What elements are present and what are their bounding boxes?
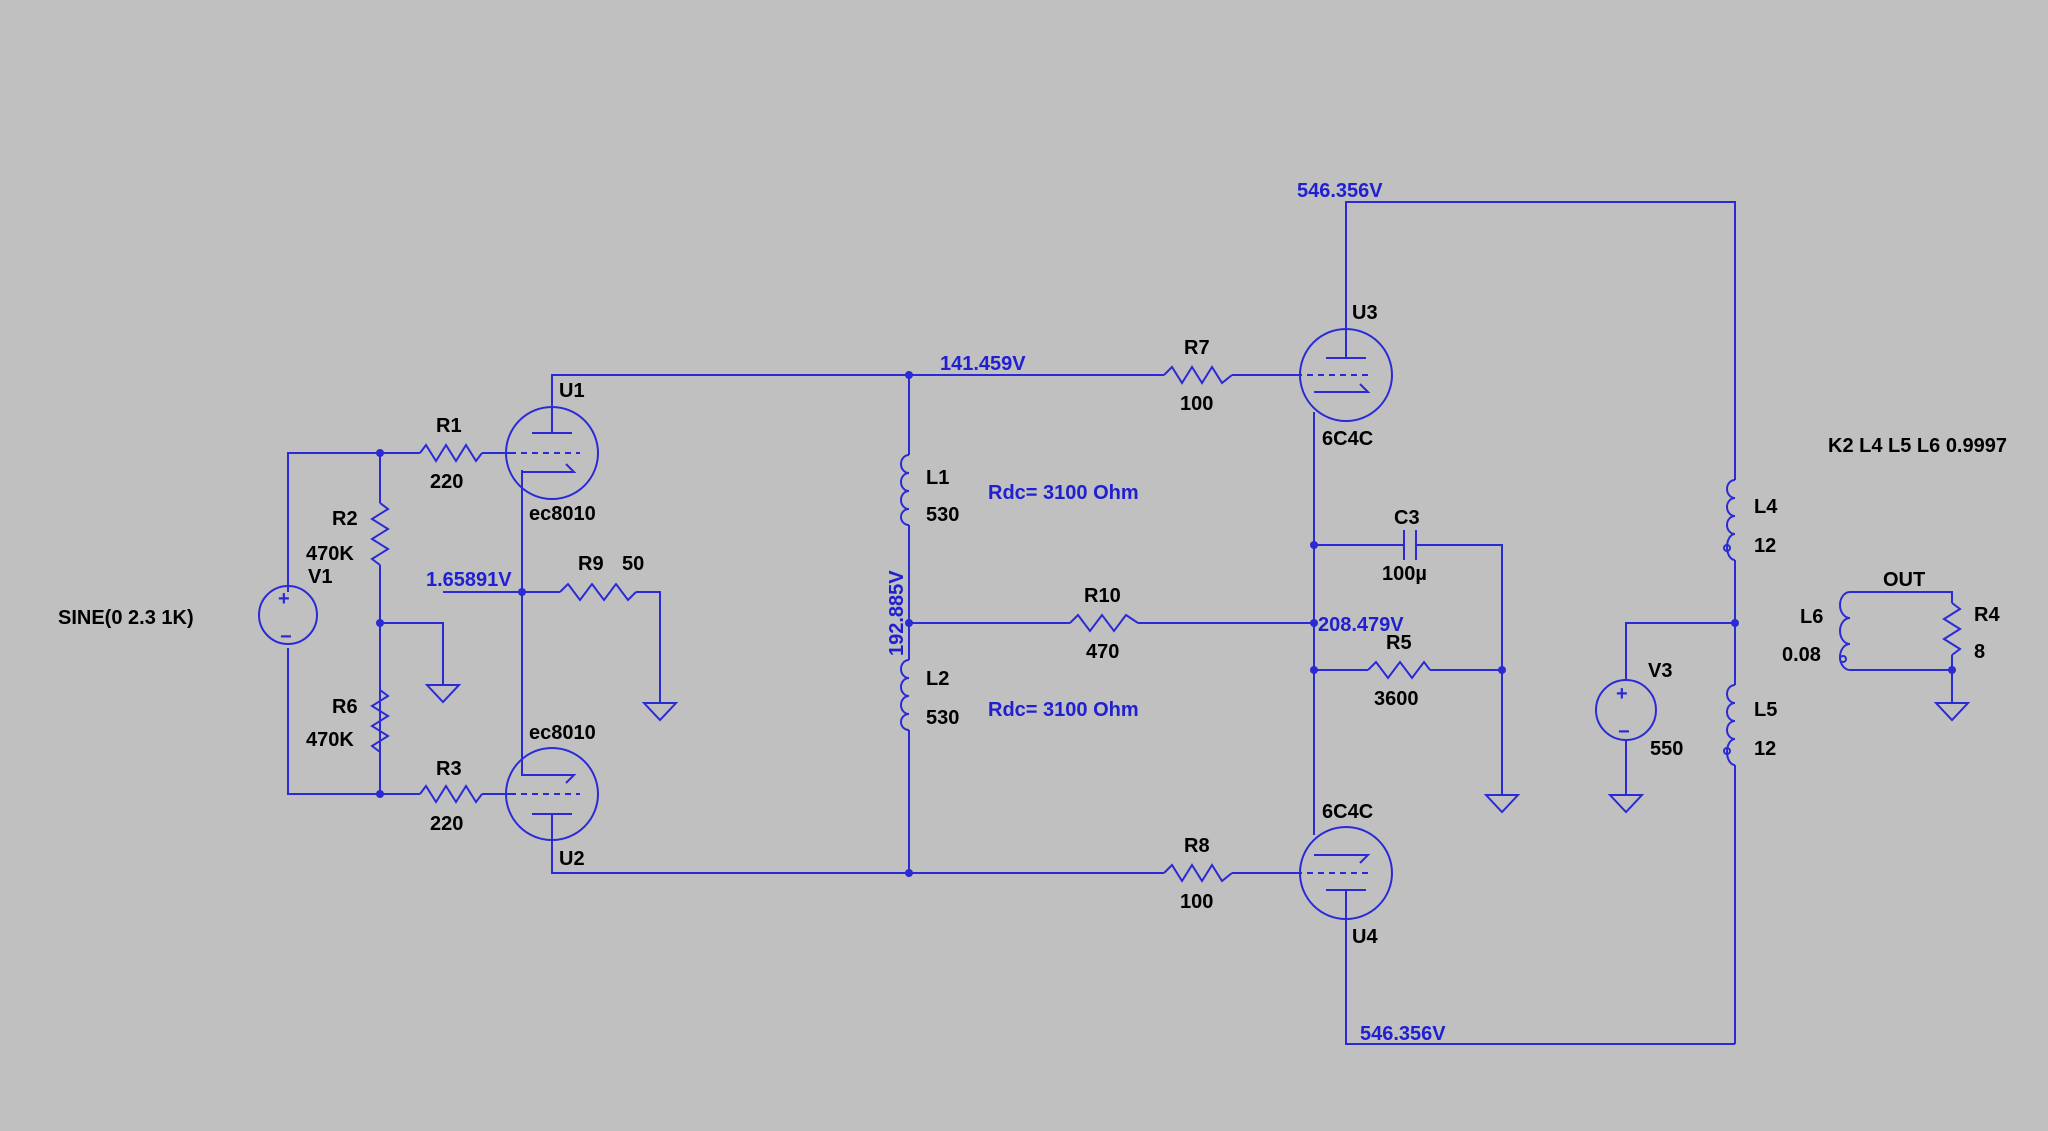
l6-value: 0.08 — [1782, 644, 1821, 666]
r8-value: 100 — [1180, 891, 1213, 913]
r7-name: R7 — [1184, 337, 1210, 359]
r8-name: R8 — [1184, 835, 1210, 857]
voltage-bias-node: 208.479V — [1318, 614, 1404, 636]
r1-name: R1 — [436, 415, 462, 437]
resistor-r7[interactable] — [1163, 365, 1233, 385]
l5-value: 12 — [1754, 738, 1776, 760]
u2-name: U2 — [559, 848, 585, 870]
resistor-r10[interactable] — [1069, 613, 1139, 633]
voltage-bottom-b-plus: 546.356V — [1360, 1023, 1446, 1045]
u2-model: ec8010 — [529, 722, 596, 744]
resistor-r9[interactable] — [559, 582, 637, 602]
sine-source-v1[interactable]: + − — [258, 585, 318, 648]
voltage-cathode-node: 1.65891V — [426, 569, 512, 591]
l1-value: 530 — [926, 504, 959, 526]
inductor-l2[interactable] — [900, 659, 910, 731]
r7-value: 100 — [1180, 393, 1213, 415]
voltage-driver-plate: 141.459V — [940, 353, 1026, 375]
r6-name: R6 — [332, 696, 358, 718]
voltage-choke-center: 192.885V — [886, 570, 908, 656]
r5-name: R5 — [1386, 632, 1412, 654]
u3-model: 6C4C — [1322, 428, 1373, 450]
svg-text:+: + — [278, 588, 290, 610]
r2-value: 470K — [306, 543, 354, 565]
l2-name: L2 — [926, 668, 949, 690]
tube-u2[interactable] — [505, 747, 599, 841]
source-function-label: SINE(0 2.3 1K) — [58, 607, 194, 629]
capacitor-c3[interactable] — [1403, 530, 1417, 560]
inductor-l4[interactable] — [1726, 479, 1736, 561]
r2-name: R2 — [332, 508, 358, 530]
resistor-r3[interactable] — [419, 784, 483, 804]
rdc-annotation-bottom: Rdc= 3100 Ohm — [988, 699, 1139, 721]
r5-value: 3600 — [1374, 688, 1419, 710]
tube-u3[interactable] — [1296, 325, 1393, 422]
wires — [287, 201, 1953, 1045]
l2-value: 530 — [926, 707, 959, 729]
resistor-r2[interactable] — [370, 502, 390, 566]
resistor-r8[interactable] — [1163, 863, 1233, 883]
u1-name: U1 — [559, 380, 585, 402]
r1-value: 220 — [430, 471, 463, 493]
l1-name: L1 — [926, 467, 949, 489]
r9-name: R9 — [578, 553, 604, 575]
output-label: OUT — [1883, 569, 1925, 591]
resistor-r5[interactable] — [1367, 660, 1431, 680]
u4-name: U4 — [1352, 926, 1378, 948]
coupling-directive: K2 L4 L5 L6 0.9997 — [1828, 435, 2007, 457]
r10-name: R10 — [1084, 585, 1121, 607]
r4-name: R4 — [1974, 604, 2000, 626]
resistor-r1[interactable] — [419, 443, 483, 463]
ground-symbols — [424, 684, 1971, 814]
l4-value: 12 — [1754, 535, 1776, 557]
l5-name: L5 — [1754, 699, 1777, 721]
c3-value: 100µ — [1382, 563, 1427, 585]
l6-name: L6 — [1800, 606, 1823, 628]
voltage-top-b-plus: 546.356V — [1297, 180, 1383, 202]
u1-model: ec8010 — [529, 503, 596, 525]
tube-u1[interactable] — [505, 406, 599, 500]
r9-value: 50 — [622, 553, 644, 575]
c3-name: C3 — [1394, 507, 1420, 529]
r4-value: 8 — [1974, 641, 1985, 663]
l4-name: L4 — [1754, 496, 1778, 518]
u3-name: U3 — [1352, 302, 1378, 324]
junction-dots — [376, 371, 1956, 877]
svg-text:+: + — [1616, 683, 1628, 705]
rdc-annotation-top: Rdc= 3100 Ohm — [988, 482, 1139, 504]
r6-value: 470K — [306, 729, 354, 751]
r3-name: R3 — [436, 758, 462, 780]
u4-model: 6C4C — [1322, 801, 1373, 823]
source-name-label: V1 — [308, 566, 332, 588]
v3-value: 550 — [1650, 738, 1683, 760]
resistor-r6[interactable] — [370, 689, 390, 753]
r10-value: 470 — [1086, 641, 1119, 663]
r3-value: 220 — [430, 813, 463, 835]
svg-text:−: − — [1618, 721, 1630, 743]
tube-u4[interactable] — [1296, 826, 1393, 920]
inductor-l1[interactable] — [900, 454, 910, 526]
resistor-r4[interactable] — [1942, 602, 1962, 656]
svg-text:−: − — [280, 626, 292, 648]
v3-name: V3 — [1648, 660, 1672, 682]
dc-supply-v3[interactable]: + − — [1595, 679, 1657, 743]
